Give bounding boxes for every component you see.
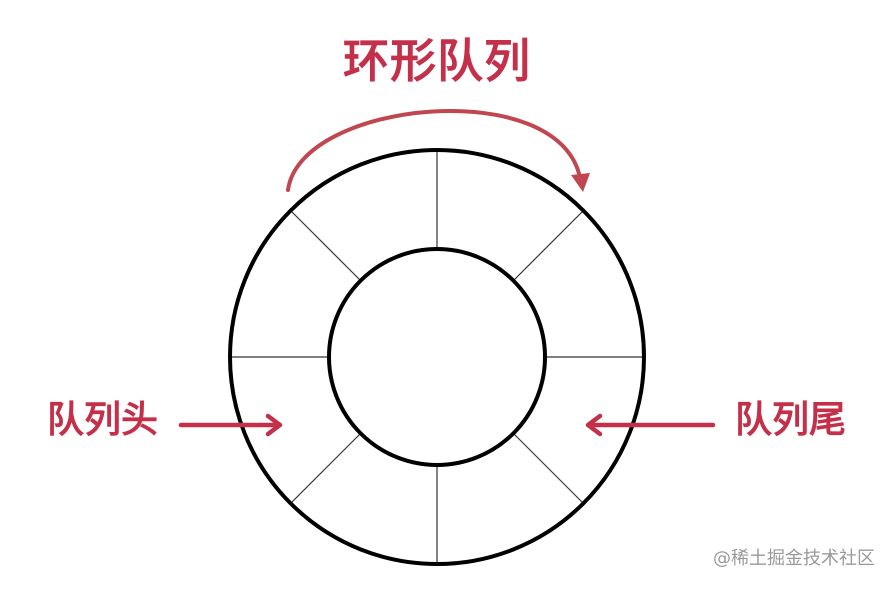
ring-segment-dividers [230, 150, 644, 564]
queue-tail-label: 队列尾 [735, 398, 846, 441]
rotation-arrowhead-icon [571, 173, 590, 192]
inner-ring [327, 247, 547, 467]
tail-arrow-icon [585, 413, 716, 437]
outer-ring [228, 148, 646, 566]
segment-divider [512, 432, 584, 504]
segment-divider [290, 432, 362, 504]
watermark: @稀土掘金技术社区 [713, 548, 875, 569]
rotation-arc-arrow [286, 108, 582, 192]
segment-divider [512, 210, 584, 282]
queue-head-label: 队列头 [47, 398, 158, 441]
diagram-title: 环形队列 [343, 34, 531, 88]
segment-divider [290, 210, 362, 282]
head-arrow-icon [178, 413, 283, 437]
